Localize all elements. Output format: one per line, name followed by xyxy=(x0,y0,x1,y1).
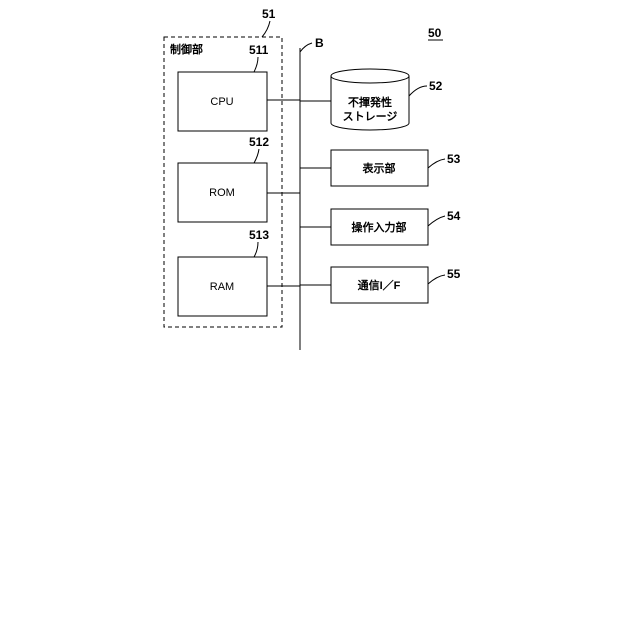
cpu-leader xyxy=(254,57,258,72)
comm-ref: 55 xyxy=(447,267,461,281)
figure-number: 50 xyxy=(428,26,442,40)
storage-ref: 52 xyxy=(429,79,443,93)
ram-leader xyxy=(254,242,258,257)
storage-leader xyxy=(409,86,427,96)
control-unit-title: 制御部 xyxy=(170,42,203,56)
bus-leader xyxy=(300,43,312,52)
rom-label: ROM xyxy=(209,187,235,199)
comm-label: 通信I／F xyxy=(358,278,401,292)
storage-label-line1: 不揮発性 xyxy=(348,95,392,109)
storage-label-line2: ストレージ xyxy=(343,110,398,123)
input-leader xyxy=(428,216,445,226)
input-label: 操作入力部 xyxy=(352,220,407,234)
ram-ref: 513 xyxy=(249,228,269,242)
bus-label: B xyxy=(315,36,324,50)
rom-leader xyxy=(254,149,259,163)
input-ref: 54 xyxy=(447,209,461,223)
display-label: 表示部 xyxy=(362,161,396,175)
control-unit-ref: 51 xyxy=(262,7,276,21)
cpu-ref: 511 xyxy=(249,43,269,57)
control-unit-leader xyxy=(262,21,270,37)
comm-leader xyxy=(428,275,445,284)
display-leader xyxy=(428,159,445,168)
display-ref: 53 xyxy=(447,152,461,166)
ram-label: RAM xyxy=(210,281,234,293)
rom-ref: 512 xyxy=(249,135,269,149)
cpu-label: CPU xyxy=(210,96,233,108)
